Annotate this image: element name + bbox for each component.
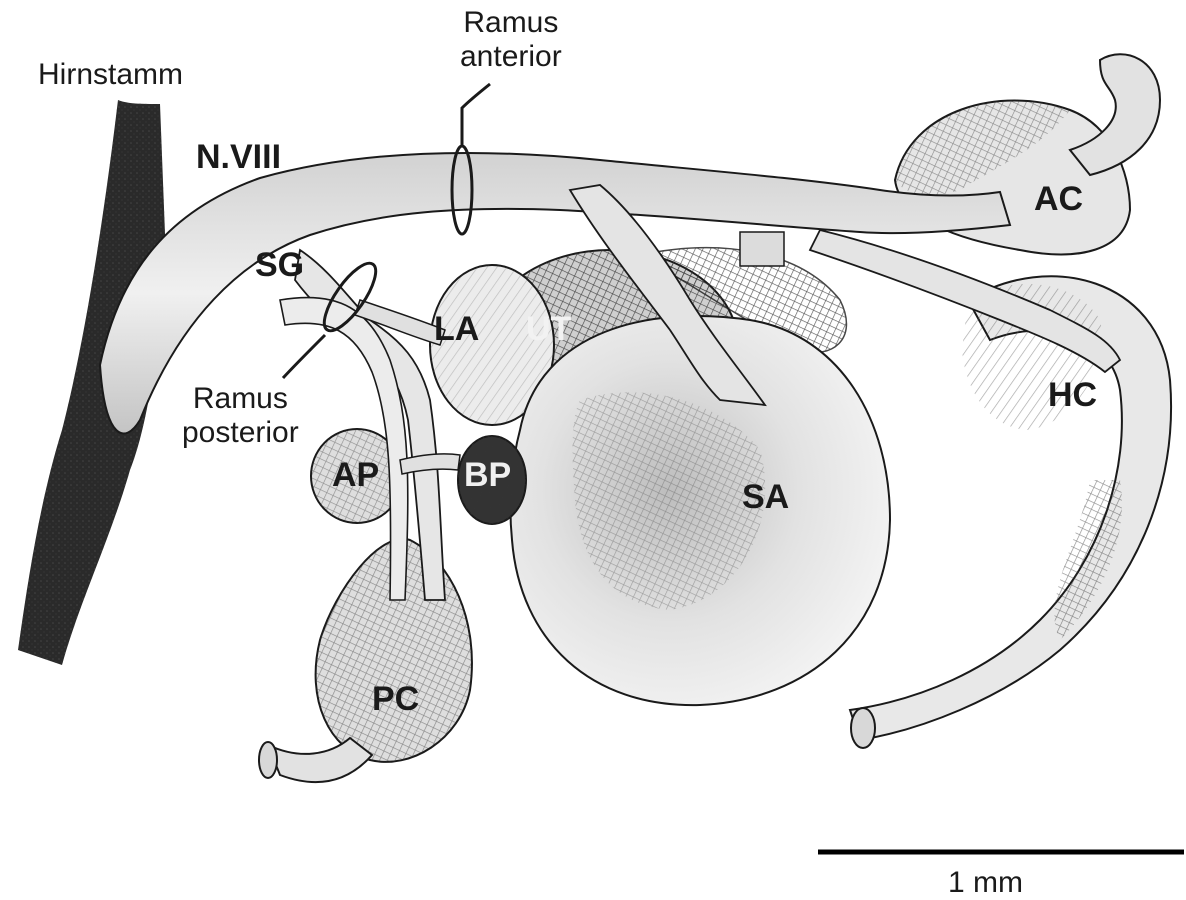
utricle-stem [740,232,784,266]
pc-canal [268,738,372,782]
sg-label: SG [255,246,304,285]
pc-cut-end [259,742,277,778]
ramus-anterior-label: Ramus anterior [460,6,562,74]
ramus-posterior-leader [283,335,325,378]
ramus-anterior-leader [462,84,490,146]
hirnstamm-label: Hirnstamm [38,58,183,92]
ac-canal [1070,54,1160,175]
ut-label: UT [526,310,571,349]
nviii-label: N.VIII [196,138,281,177]
ramus-posterior-label: Ramus posterior [182,382,299,450]
hc-label: HC [1048,376,1097,415]
bp-label: BP [464,456,511,495]
scale-bar-label: 1 mm [948,866,1023,900]
la-label: LA [434,310,479,349]
hc-cut-end [851,708,875,748]
pc-label: PC [372,680,419,719]
sa-label: SA [742,478,789,517]
ap-label: AP [332,456,379,495]
ac-label: AC [1034,180,1083,219]
